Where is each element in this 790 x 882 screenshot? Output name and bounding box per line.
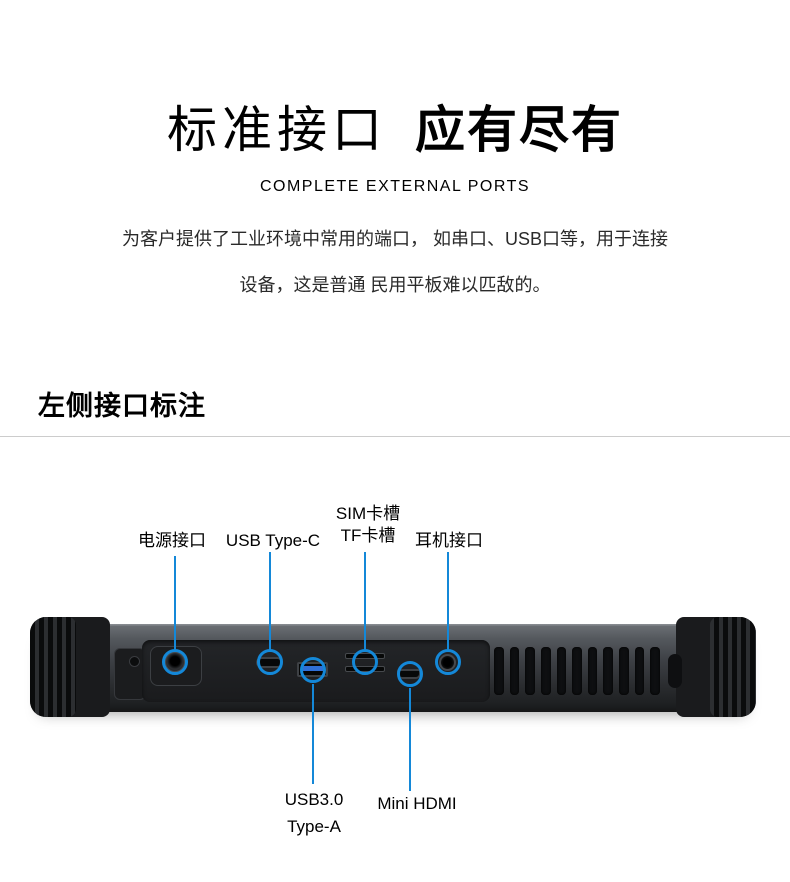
callout-ring-mini-hdmi bbox=[397, 661, 423, 687]
page-title-regular: 标准接口 bbox=[167, 102, 388, 158]
callout-label-power: 电源接口 bbox=[138, 531, 206, 550]
callout-line-usb3 bbox=[312, 684, 314, 784]
callout-ring-usb-type-c bbox=[257, 649, 283, 675]
callout-label-usb3: USB3.0 Type-A bbox=[285, 786, 344, 840]
callout-label-usb3-line1: USB3.0 bbox=[284, 790, 344, 809]
callout-ring-power bbox=[162, 649, 188, 675]
callout-label-sim-slot: SIM卡槽 bbox=[335, 504, 401, 523]
vent-grille bbox=[494, 645, 661, 697]
callout-label-tf-slot: TF卡槽 bbox=[340, 526, 396, 545]
section-heading: 左侧接口标注 bbox=[38, 391, 206, 421]
callout-line-usb-type-c bbox=[269, 552, 271, 650]
section-divider bbox=[0, 436, 790, 437]
rugged-bumper-left bbox=[30, 617, 110, 717]
screw-detail bbox=[129, 656, 140, 667]
page-title: 标准接口 应有尽有 bbox=[0, 90, 790, 162]
callout-line-power bbox=[174, 556, 176, 650]
callout-label-mini-hdmi: Mini HDMI bbox=[377, 794, 457, 813]
callout-line-sim-tf bbox=[364, 552, 366, 650]
vent-end-slot bbox=[668, 654, 682, 688]
callout-label-headphone: 耳机接口 bbox=[415, 531, 483, 550]
callout-ring-sim-tf bbox=[352, 649, 378, 675]
callout-label-usb-type-c: USB Type-C bbox=[225, 531, 321, 550]
page-description: 为客户提供了工业环境中常用的端口， 如串口、USB口等，用于连接 设备，这是普通… bbox=[0, 216, 790, 308]
description-line-2: 设备，这是普通 民用平板难以匹敌的。 bbox=[239, 275, 551, 295]
callout-label-sim-tf: SIM卡槽 TF卡槽 bbox=[336, 503, 400, 547]
rugged-bumper-right bbox=[676, 617, 756, 717]
callout-line-mini-hdmi bbox=[409, 688, 411, 791]
page-title-bold: 应有尽有 bbox=[414, 102, 623, 158]
callout-label-usb3-line2: Type-A bbox=[287, 817, 341, 836]
callout-ring-usb3 bbox=[300, 657, 326, 683]
tablet-edge-image bbox=[30, 612, 756, 720]
page-subtitle: COMPLETE EXTERNAL PORTS bbox=[259, 178, 531, 195]
description-line-1: 为客户提供了工业环境中常用的端口， 如串口、USB口等，用于连接 bbox=[121, 229, 668, 249]
callout-ring-headphone bbox=[435, 649, 461, 675]
callout-line-headphone bbox=[447, 552, 449, 650]
